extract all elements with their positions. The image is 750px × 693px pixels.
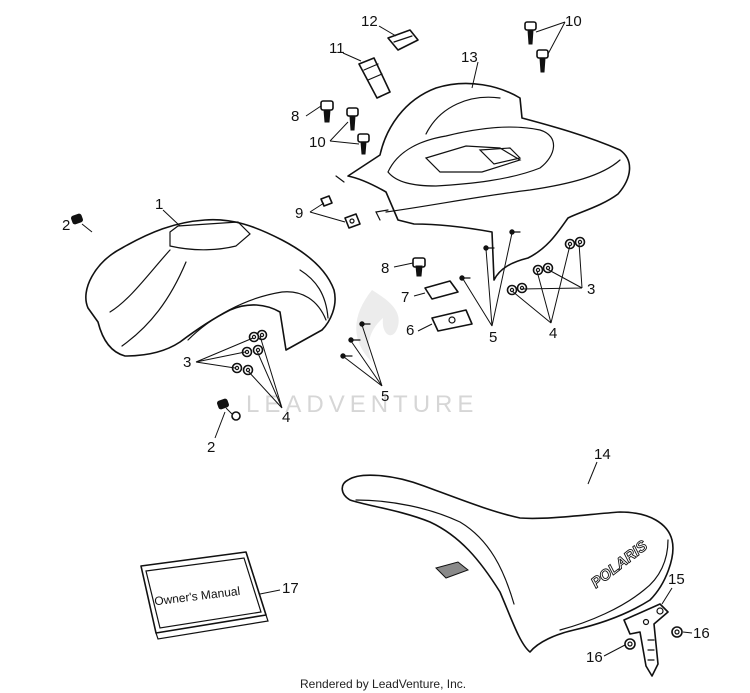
callout-10-left: 10 <box>309 134 326 151</box>
washer-set-front <box>231 329 268 376</box>
callout-9: 9 <box>295 205 303 222</box>
square-washer-part-9 <box>344 213 361 229</box>
callout-8-lower: 8 <box>381 260 389 277</box>
bolt-10-b <box>357 133 370 155</box>
callout-5-front: 5 <box>381 388 389 405</box>
callout-8-upper: 8 <box>291 108 299 125</box>
watermark-text: LEADVENTURE <box>246 391 478 418</box>
nut-16a <box>624 638 636 650</box>
nut-16b <box>671 626 683 638</box>
bolt-8-lower <box>412 257 426 277</box>
rear-fender-part <box>335 82 631 281</box>
callout-12: 12 <box>361 13 378 30</box>
callout-11: 11 <box>329 40 345 57</box>
washer-set-rear <box>506 236 586 296</box>
clip-part-12 <box>387 29 419 51</box>
front-fender-part <box>85 218 336 357</box>
callout-4-rear: 4 <box>549 325 557 342</box>
bolt-10-d <box>536 49 549 73</box>
bolt-8-upper <box>320 100 334 123</box>
bolt-10-a <box>346 107 359 131</box>
screw-set-front <box>340 321 371 359</box>
bolt-10-c <box>524 21 537 45</box>
bolt-2-upper <box>70 213 93 233</box>
callout-2-upper: 2 <box>62 217 70 234</box>
callout-17: 17 <box>282 580 299 597</box>
callout-3-front: 3 <box>183 354 191 371</box>
callout-6: 6 <box>406 322 414 339</box>
callout-7: 7 <box>401 289 409 306</box>
owners-manual-part: Owner's Manual <box>140 551 269 640</box>
callout-2-lower: 2 <box>207 439 215 456</box>
pad-part-7 <box>424 280 459 300</box>
callout-15: 15 <box>668 571 685 588</box>
callout-13: 13 <box>461 49 478 66</box>
callout-16-left: 16 <box>586 649 603 666</box>
leadventure-watermark: LEADVENTURE <box>246 290 478 418</box>
callout-16-right: 16 <box>693 625 710 642</box>
bracket-part <box>623 603 669 677</box>
plate-part-6 <box>431 309 473 332</box>
callout-14: 14 <box>594 446 611 463</box>
callout-1: 1 <box>155 196 163 213</box>
leader-lines <box>72 21 693 657</box>
callout-5-rear: 5 <box>489 329 497 346</box>
callout-labels: 1 2 2 3 3 4 4 5 5 6 7 8 8 9 10 10 11 12 … <box>62 13 710 666</box>
bolt-2-lower <box>216 398 241 421</box>
strap-part-11 <box>358 57 391 99</box>
callout-10-right: 10 <box>565 13 582 30</box>
callout-3-rear: 3 <box>587 281 595 298</box>
callout-4-front: 4 <box>282 409 290 426</box>
seat-part: POLARIS <box>341 474 674 653</box>
footer-credit: Rendered by LeadVenture, Inc. <box>300 677 466 691</box>
flame-logo-icon <box>356 290 399 362</box>
